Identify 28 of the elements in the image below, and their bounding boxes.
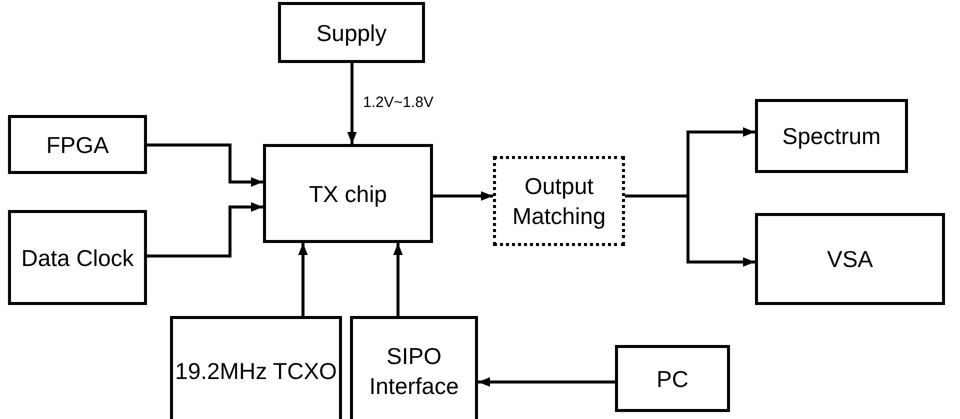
block-box	[278, 2, 425, 63]
block-box	[8, 115, 147, 174]
block-label: TX chip	[309, 180, 387, 208]
block-box	[170, 316, 342, 419]
block-label: Spectrum	[782, 122, 881, 151]
arrow	[347, 63, 357, 144]
block-box	[8, 210, 147, 305]
arrow	[147, 144, 263, 187]
arrow	[298, 243, 308, 316]
block-label: FPGA	[46, 130, 109, 160]
edge-label: 1.2V~1.8V	[362, 94, 434, 110]
block-label: Output Matching	[511, 172, 607, 231]
dotted-block-box	[493, 156, 625, 246]
block-label: Supply	[316, 18, 387, 48]
block-box	[350, 316, 478, 419]
block-label: Data Clock	[21, 244, 134, 272]
block-label: SIPO Interface	[368, 342, 460, 401]
arrow	[147, 202, 263, 258]
block-box	[263, 144, 433, 243]
block-label: PC	[656, 364, 688, 394]
block-box	[755, 213, 945, 305]
block-label: 19.2MHz TCXO	[175, 357, 337, 386]
arrow	[478, 377, 615, 387]
arrow	[433, 191, 493, 201]
arrow	[393, 243, 403, 316]
block-box	[615, 345, 730, 412]
block-box	[755, 99, 908, 173]
block-label: VSA	[826, 245, 874, 274]
